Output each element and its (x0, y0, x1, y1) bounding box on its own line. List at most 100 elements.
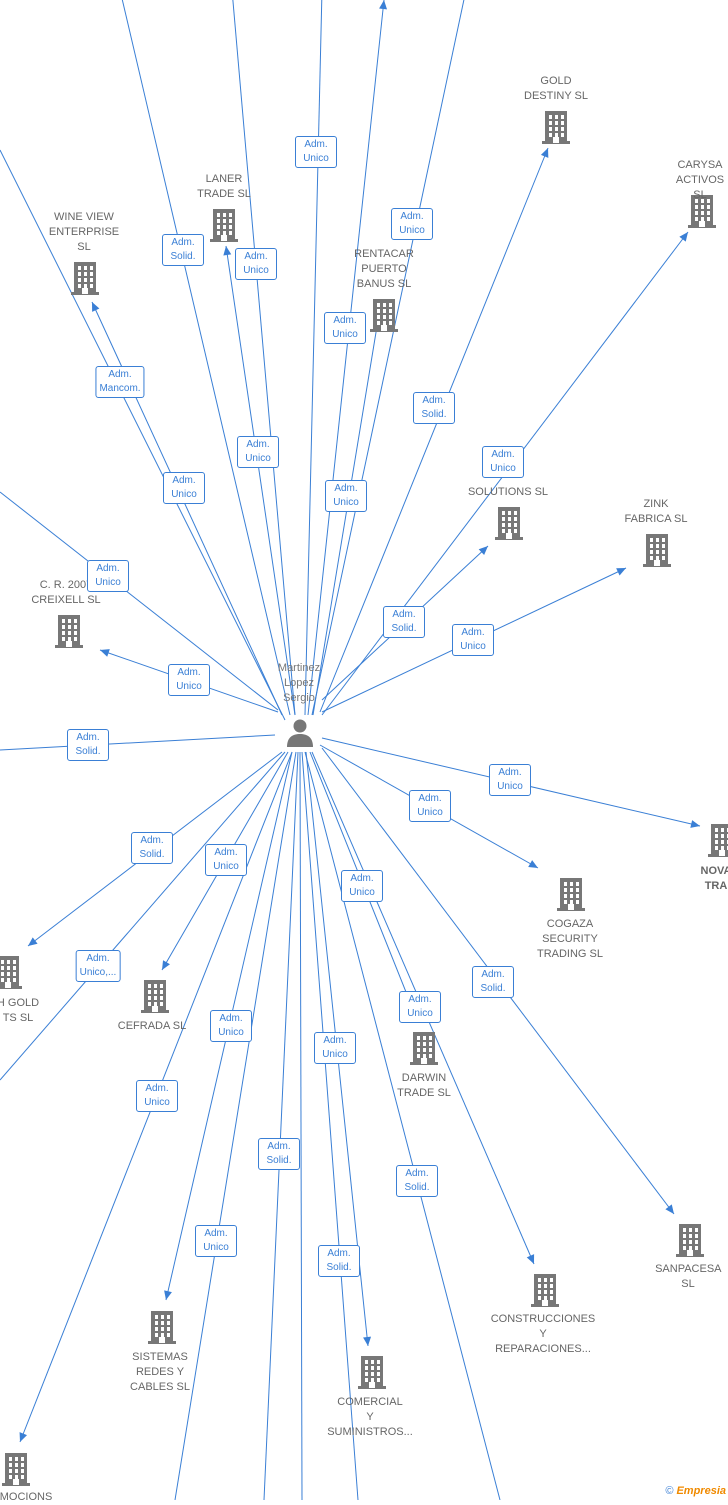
company-label-construcciones[interactable]: CONSTRUCCIONES Y REPARACIONES... (490, 1313, 596, 1355)
edge-arrowhead (540, 148, 549, 158)
edge-arrowhead (379, 0, 388, 10)
brand-name: Empresia (676, 1485, 726, 1497)
edge-line (307, 0, 385, 716)
company-label-solutions[interactable]: SOLUTIONS SL (467, 486, 549, 498)
edge-line (0, 734, 276, 751)
role-badge[interactable]: Adm. Unico (235, 248, 277, 280)
role-badge[interactable]: Adm. Unico (391, 208, 433, 240)
company-label-rentacar[interactable]: RENTACAR PUERTO BANUS SL (354, 248, 414, 290)
company-label-nova[interactable]: NOVA TRA (700, 865, 728, 892)
edge-arrowhead (478, 546, 488, 556)
building-icon[interactable] (208, 207, 240, 243)
edge-line (0, 491, 279, 711)
edge-line (311, 0, 465, 716)
edge-arrowhead (679, 232, 688, 242)
role-badge[interactable]: Adm. Unico (399, 991, 441, 1023)
role-badge[interactable]: Adm. Unico,... (75, 950, 121, 982)
edge-arrowhead (526, 1254, 535, 1264)
edge-arrowhead (100, 649, 110, 657)
building-icon[interactable] (493, 505, 525, 541)
building-icon[interactable] (53, 613, 85, 649)
edge-arrowhead (690, 820, 700, 828)
company-label-promociones[interactable]: MOCIONS (0, 1491, 53, 1503)
role-badge[interactable]: Adm. Unico (409, 790, 451, 822)
edge-line (0, 149, 286, 721)
role-badge[interactable]: Adm. Solid. (258, 1138, 300, 1170)
role-badge[interactable]: Adm. Unico (314, 1032, 356, 1064)
company-label-gold-ts[interactable]: H GOLD TS SL (0, 997, 40, 1024)
building-icon[interactable] (146, 1309, 178, 1345)
building-icon[interactable] (529, 1272, 561, 1308)
role-badge[interactable]: Adm. Unico (295, 136, 337, 168)
role-badge[interactable]: Adm. Unico (341, 870, 383, 902)
person-icon[interactable] (285, 718, 315, 748)
role-badge[interactable]: Adm. Unico (168, 664, 210, 696)
role-badge[interactable]: Adm. Unico (482, 446, 524, 478)
company-label-wine-view[interactable]: WINE VIEW ENTERPRISE SL (48, 211, 120, 253)
edge-line (232, 0, 296, 716)
building-icon[interactable] (408, 1030, 440, 1066)
role-badge[interactable]: Adm. Solid. (396, 1165, 438, 1197)
role-badge[interactable]: Adm. Unico (210, 1010, 252, 1042)
building-icon[interactable] (555, 876, 587, 912)
edge-line (121, 0, 291, 716)
brand-watermark: © Empresia (665, 1485, 726, 1497)
company-label-zink[interactable]: ZINK FABRICA SL (624, 498, 688, 525)
edge-line (304, 751, 501, 1500)
role-badge[interactable]: Adm. Unico (237, 436, 279, 468)
building-icon[interactable] (139, 978, 171, 1014)
edge-arrowhead (665, 1204, 674, 1214)
copyright-symbol: © (665, 1485, 674, 1497)
role-badge[interactable]: Adm. Solid. (383, 606, 425, 638)
company-label-sistemas[interactable]: SISTEMAS REDES Y CABLES SL (130, 1351, 190, 1393)
company-label-darwin[interactable]: DARWIN TRADE SL (397, 1072, 451, 1099)
building-icon[interactable] (356, 1354, 388, 1390)
edge-line (174, 751, 297, 1500)
building-icon[interactable] (368, 297, 400, 333)
edge-arrowhead (223, 246, 232, 256)
role-badge[interactable]: Adm. Solid. (131, 832, 173, 864)
building-icon[interactable] (69, 260, 101, 296)
edge-line (225, 245, 296, 716)
role-badge[interactable]: Adm. Solid. (162, 234, 204, 266)
edge-arrowhead (363, 1336, 372, 1346)
building-icon[interactable] (674, 1222, 706, 1258)
edge-line (301, 751, 359, 1500)
role-badge[interactable]: Adm. Solid. (413, 392, 455, 424)
company-label-cefrada[interactable]: CEFRADA SL (117, 1020, 187, 1032)
building-icon[interactable] (686, 193, 718, 229)
company-label-sanpacesa[interactable]: SANPACESA SL (655, 1263, 722, 1290)
building-icon[interactable] (641, 532, 673, 568)
role-badge[interactable]: Adm. Unico (136, 1080, 178, 1112)
role-badge[interactable]: Adm. Unico (452, 624, 494, 656)
company-label-carysa[interactable]: CARYSA ACTIVOS SL (675, 159, 725, 201)
edge-line (304, 0, 323, 716)
role-badge[interactable]: Adm. Unico (325, 480, 367, 512)
edge-line (91, 301, 283, 716)
role-badge[interactable]: Adm. Solid. (472, 966, 514, 998)
company-label-laner[interactable]: LANER TRADE SL (197, 173, 251, 200)
edge-arrowhead (164, 1290, 172, 1300)
edge-arrowhead (92, 302, 100, 312)
role-badge[interactable]: Adm. Solid. (67, 729, 109, 761)
role-badge[interactable]: Adm. Unico (163, 472, 205, 504)
role-badge[interactable]: Adm. Unico (489, 764, 531, 796)
building-icon[interactable] (0, 1451, 32, 1487)
building-icon[interactable] (0, 954, 24, 990)
edge-line (299, 751, 303, 1500)
company-label-cogaza[interactable]: COGAZA SECURITY TRADING SL (536, 918, 604, 960)
role-badge[interactable]: Adm. Unico (205, 844, 247, 876)
company-label-gold-destiny[interactable]: GOLD DESTINY SL (524, 75, 588, 102)
company-label-creixell[interactable]: C. R. 2007 CREIXELL SL (31, 579, 101, 606)
role-badge[interactable]: Adm. Solid. (318, 1245, 360, 1277)
role-badge[interactable]: Adm. Unico (195, 1225, 237, 1257)
company-label-comercial[interactable]: COMERCIAL Y SUMINISTROS... (327, 1396, 413, 1438)
role-badge[interactable]: Adm. Mancom. (95, 366, 145, 398)
person-name-label[interactable]: Martinez Lopez Sergio (277, 662, 321, 704)
building-icon[interactable] (540, 109, 572, 145)
role-badge[interactable]: Adm. Unico (324, 312, 366, 344)
building-icon[interactable] (706, 822, 728, 858)
edge-arrowhead (28, 937, 38, 946)
role-badge[interactable]: Adm. Unico (87, 560, 129, 592)
edge-arrowhead (19, 1432, 28, 1442)
